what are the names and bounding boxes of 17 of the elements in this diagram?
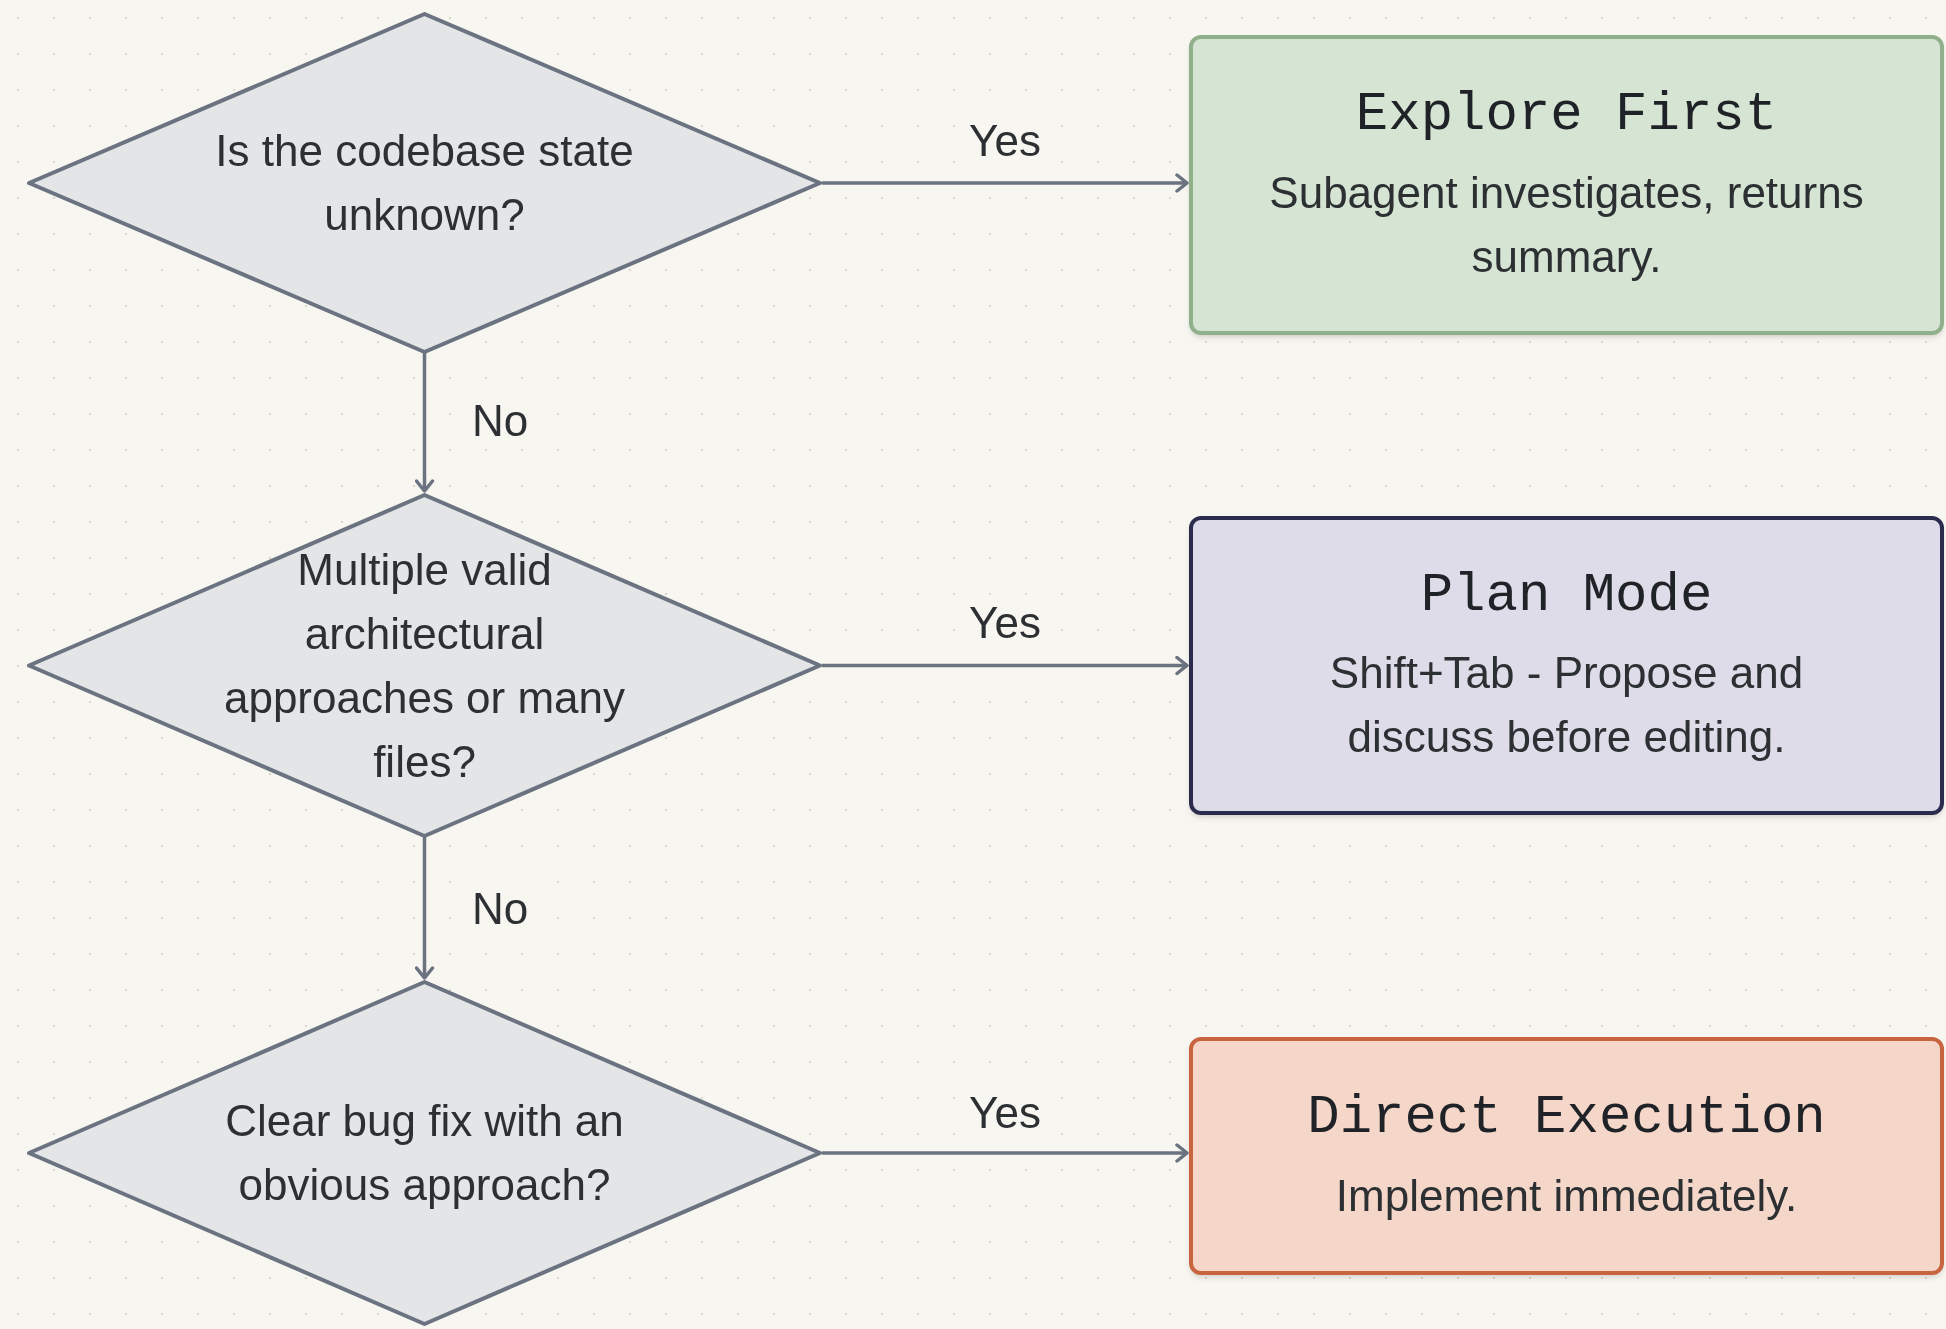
outcome-box [1189,516,1944,815]
outcome-description: Implement immediately. [1334,1169,1799,1222]
decision-text: Multiple valid architectural approaches or many files? [222,543,627,788]
decision-text: Clear bug fix with an obvious approach? [224,1095,625,1211]
outcome-title: Direct Execution [1307,1086,1826,1151]
decision-text: Is the codebase state unknown? [214,125,635,241]
outcome-box [1189,1037,1944,1275]
arrow [414,352,435,493]
arrow [822,655,1189,676]
arrow [414,836,435,980]
arrow [822,173,1189,193]
outcome-description: Subagent investigates, returns summary. [1268,166,1865,283]
outcome-box [1189,35,1944,335]
outcome-title: Explore First [1355,83,1778,148]
outcome-title: Plan Mode [1420,563,1713,628]
arrow [822,1143,1189,1163]
outcome-description: Shift+Tab - Propose and discuss before editing. [1328,647,1805,764]
